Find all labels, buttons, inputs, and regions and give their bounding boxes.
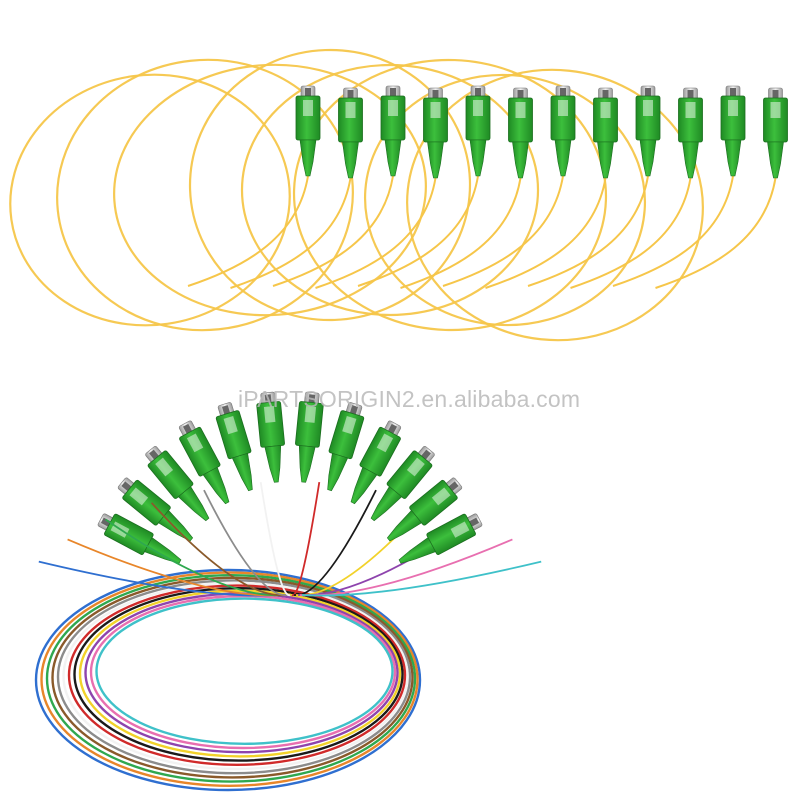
yellow-fiber-tail [230, 177, 352, 289]
yellow-fiber-tail [357, 175, 479, 287]
sc-apc-connector-icon [593, 87, 618, 179]
yellow-fiber-loop [406, 68, 704, 342]
colored-fiber-tail [150, 502, 287, 597]
sc-apc-connector-icon [763, 87, 788, 179]
bottom-sc-apc-connectors [38, 390, 542, 597]
sc-apc-connector-icon [678, 87, 703, 179]
yellow-fiber-loop [56, 58, 354, 332]
yellow-fiber-loop [188, 48, 472, 322]
colored-fiber-ring [34, 568, 422, 792]
colored-fiber-ring [78, 589, 402, 758]
bottom-colored-fiber-coil [34, 568, 422, 792]
yellow-fiber-tail [315, 177, 437, 289]
watermark-text: iPARTSORIGIN2.en.alibaba.com [238, 386, 581, 412]
yellow-fiber-tail [442, 175, 564, 287]
yellow-fiber-tail [400, 177, 522, 289]
sc-apc-connector-icon [508, 87, 533, 179]
colored-fiber-ring [56, 579, 412, 775]
sc-apc-connector-icon [295, 85, 321, 177]
yellow-fiber-loop [292, 58, 608, 332]
sc-apc-connector-icon [550, 85, 576, 177]
colored-fiber-ring [95, 597, 394, 746]
yellow-fiber-tail [612, 175, 734, 287]
sc-apc-connector-icon [423, 87, 448, 179]
sc-apc-connector-icon [338, 87, 363, 179]
colored-fiber-ring [40, 571, 419, 788]
yellow-fiber-tail [272, 175, 394, 287]
colored-fiber-ring [67, 584, 407, 767]
colored-fiber-tail [203, 489, 289, 596]
yellow-fiber-tail [187, 175, 309, 287]
colored-fiber-ring [62, 581, 409, 771]
top-sc-apc-connectors [187, 85, 788, 289]
colored-fiber-tail [291, 481, 321, 596]
sc-apc-connector-icon [635, 85, 661, 177]
yellow-fiber-loop [240, 63, 540, 317]
colored-fiber-ring [51, 576, 414, 779]
colored-fiber-tail [259, 481, 291, 596]
yellow-fiber-loop [113, 63, 427, 317]
sc-apc-connector-icon [380, 85, 406, 177]
yellow-fiber-tail [527, 175, 649, 287]
sc-apc-connector-icon [465, 85, 491, 177]
yellow-fiber-tail [570, 177, 692, 289]
colored-fiber-tail [301, 560, 542, 597]
top-yellow-fiber-loops [9, 48, 704, 342]
yellow-fiber-loop [9, 73, 291, 327]
yellow-fiber-tail [485, 177, 607, 289]
colored-fiber-ring [73, 587, 404, 762]
colored-fiber-tail [105, 518, 285, 597]
yellow-fiber-tail [655, 177, 777, 289]
sc-apc-connector-icon [720, 85, 746, 177]
